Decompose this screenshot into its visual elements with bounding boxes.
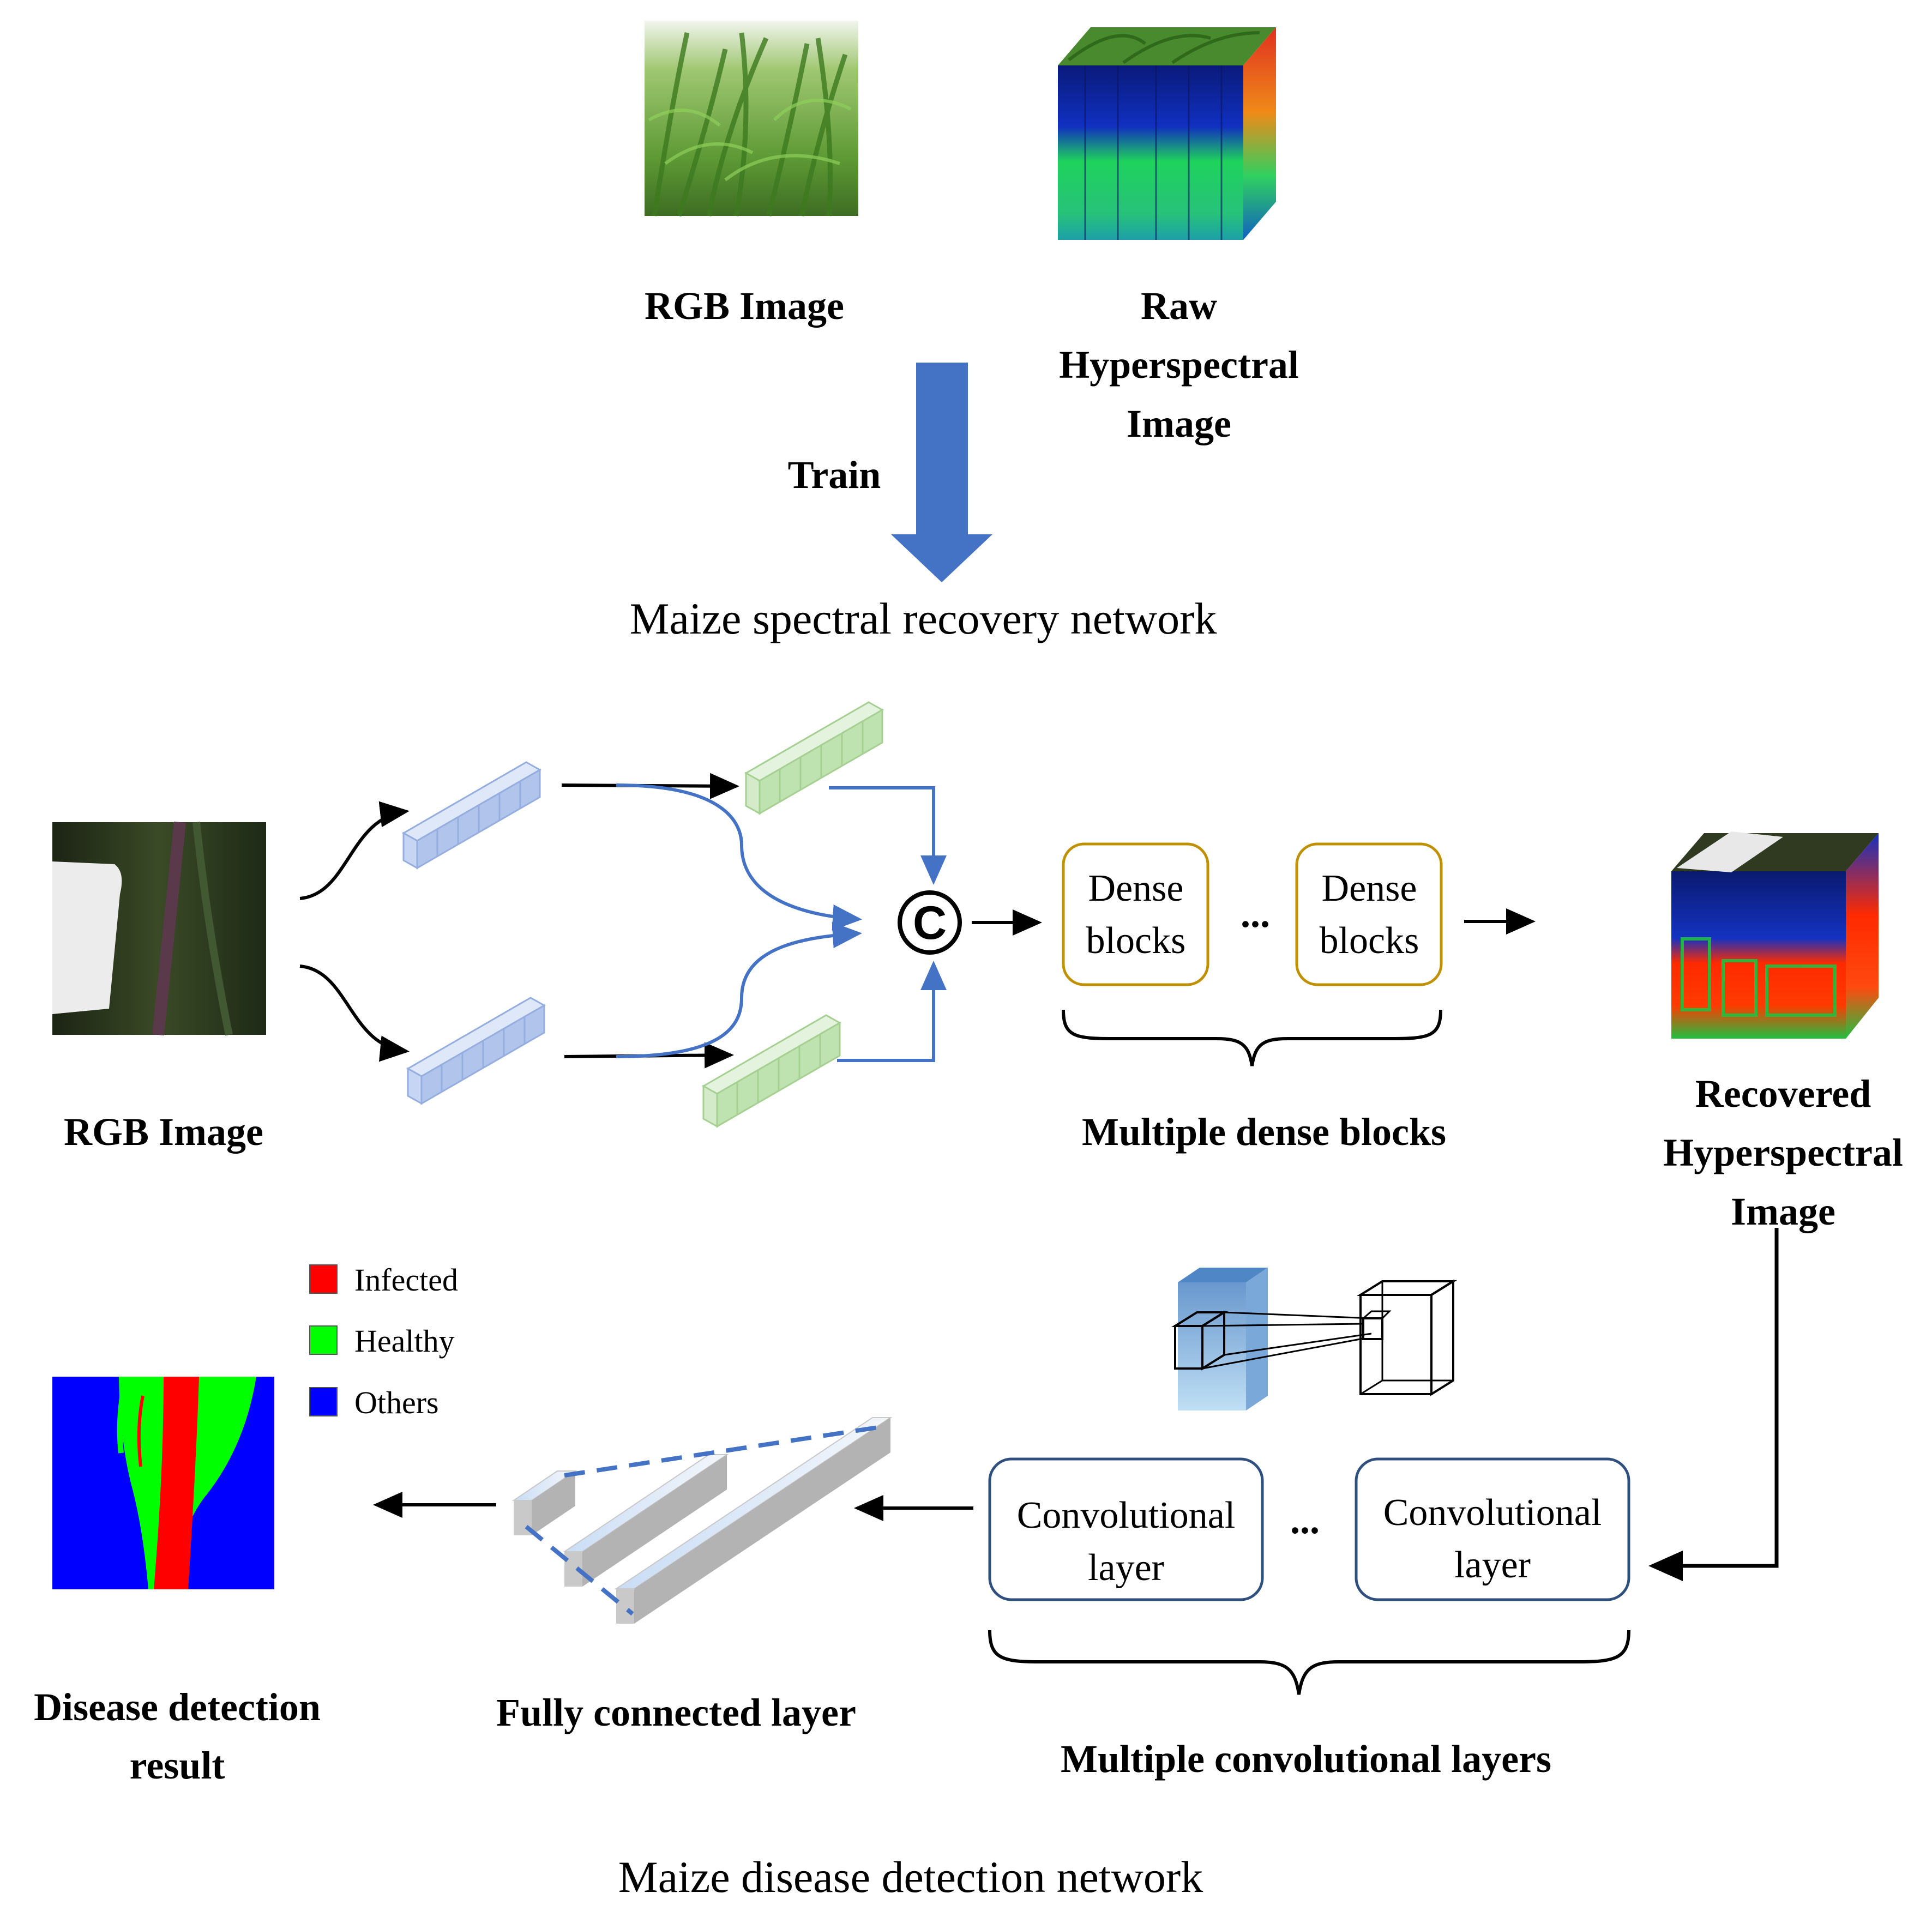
recovered-hsi-label-line1: Recovered [1695, 1072, 1871, 1116]
dense-block-1: Dense blocks [1062, 842, 1209, 986]
dense-block-2: Dense blocks [1295, 842, 1443, 986]
concat-icon: C [898, 890, 962, 955]
conv-brace [988, 1630, 1630, 1695]
dense-brace [1062, 1009, 1442, 1066]
recovery-network-title: Maize spectral recovery network [630, 594, 1217, 643]
feature-bar-blue-lower [406, 997, 546, 1105]
feature-bar-green-upper [744, 701, 884, 815]
input-arrow-lower [299, 964, 410, 1062]
skip-connection-lower [616, 922, 862, 1058]
legend-label-healthy: Healthy [354, 1323, 455, 1359]
svg-text:layer: layer [1454, 1544, 1531, 1586]
feature-bar-green-lower [701, 1014, 842, 1128]
segmentation-map [52, 1377, 274, 1589]
train-arrow [891, 363, 992, 582]
fc-bar-short [511, 1470, 577, 1535]
svg-text:layer: layer [1088, 1547, 1164, 1589]
recovery-input-label: RGB Image [64, 1110, 263, 1154]
green-lower-to-concat [837, 961, 947, 1062]
svg-text:Dense: Dense [1322, 867, 1417, 909]
input-arrow-upper [299, 801, 410, 900]
feature-bar-blue-upper [401, 761, 542, 870]
dense-ellipsis: ... [1241, 892, 1270, 936]
raw-hsi-label-line2: Hyperspectral [1059, 343, 1299, 387]
conv-layer-box-1: Convolutional layer [988, 1457, 1264, 1601]
detection-network-title: Maize disease detection network [618, 1852, 1203, 1902]
recovered-hsi-cube-icon [1671, 831, 1879, 1039]
train-label: Train [788, 453, 881, 497]
svg-text:blocks: blocks [1086, 920, 1186, 962]
legend-label-infected: Infected [354, 1262, 458, 1298]
legend-swatch-others [309, 1387, 338, 1416]
conv-ellipsis: ... [1290, 1498, 1320, 1542]
recovered-to-conv-connector [1648, 1228, 1779, 1581]
fc-label: Fully connected layer [496, 1691, 856, 1734]
raw-hsi-label-line1: Raw [1141, 284, 1217, 328]
fc-bar-long [614, 1417, 893, 1624]
recovered-hsi-label-line3: Image [1731, 1190, 1835, 1233]
legend-swatch-infected [309, 1264, 338, 1294]
dense-caption: Multiple dense blocks [1082, 1110, 1446, 1154]
top-rgb-label: RGB Image [645, 284, 844, 328]
hyperspectral-cube-icon [1058, 27, 1276, 240]
conv-kernel-icon [1171, 1268, 1457, 1410]
conv-caption: Multiple convolutional layers [1061, 1737, 1551, 1781]
svg-text:Convolutional: Convolutional [1383, 1492, 1602, 1534]
svg-text:blocks: blocks [1320, 920, 1419, 962]
skip-connection-upper [616, 783, 862, 931]
svg-text:C: C [913, 897, 947, 949]
conv-layer-box-2: Convolutional layer [1355, 1457, 1630, 1601]
recovered-hsi-label-line2: Hyperspectral [1663, 1131, 1903, 1174]
svg-text:Dense: Dense [1088, 867, 1184, 909]
fc-bar-mid [562, 1454, 729, 1587]
svg-text:Convolutional: Convolutional [1017, 1494, 1236, 1536]
result-label-line2: result [130, 1744, 225, 1787]
legend-swatch-healthy [309, 1325, 338, 1355]
maize-photo [645, 21, 858, 217]
legend: Infected Healthy Others [309, 1262, 458, 1420]
fc-bars-icon [511, 1417, 893, 1624]
result-label-line1: Disease detection [34, 1685, 321, 1729]
raw-hsi-label-line3: Image [1127, 402, 1231, 445]
legend-label-others: Others [354, 1385, 439, 1420]
green-upper-to-concat [829, 786, 947, 885]
leaf-photo [52, 821, 266, 1036]
